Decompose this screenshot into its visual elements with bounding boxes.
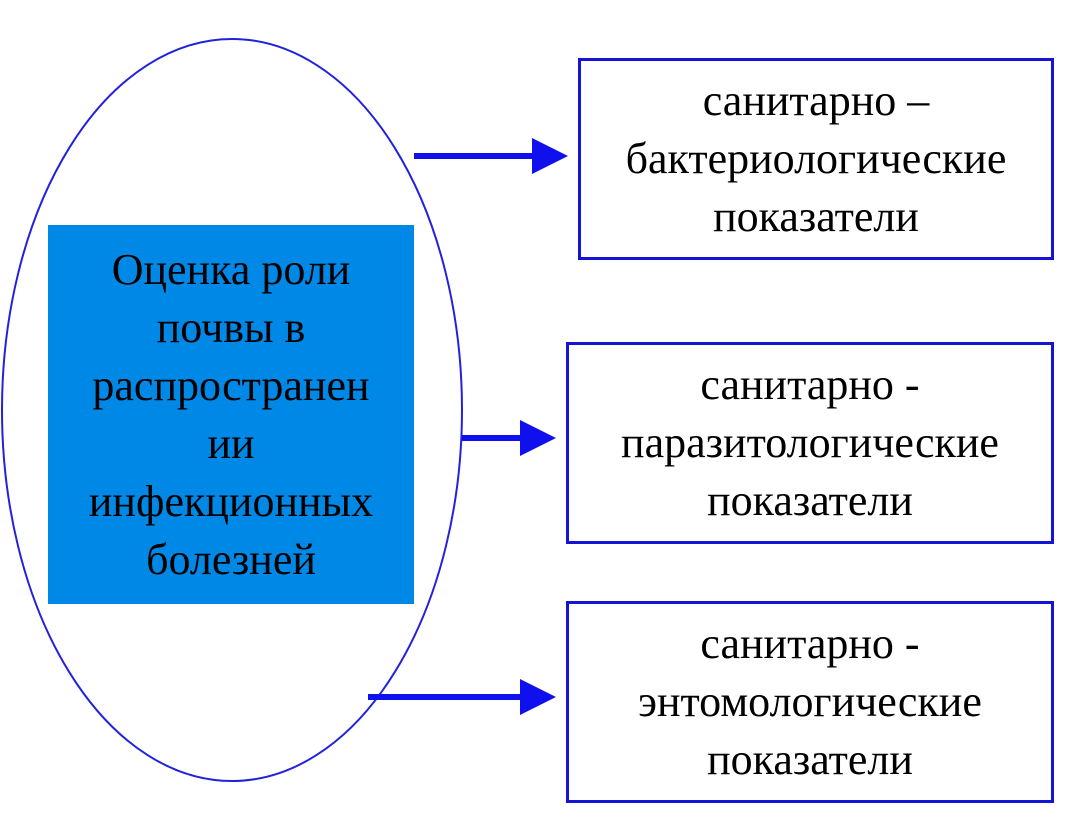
box-line: показатели <box>707 735 913 784</box>
outer-ellipse <box>1 38 463 782</box>
box-line: бактериологические <box>625 134 1007 183</box>
box-line: санитарно - <box>700 619 920 668</box>
center-concept-box: Оценка роли почвы в распространен ии инф… <box>48 225 414 604</box>
box-line: показатели <box>713 192 919 241</box>
box-text: санитарно – бактериологические показател… <box>626 72 1007 246</box>
box-line: энтомологические <box>638 677 982 726</box>
box-line: санитарно - <box>700 360 920 409</box>
center-line: болезней <box>146 534 316 584</box>
box-line: показатели <box>707 476 913 525</box>
center-line: распространен <box>92 360 370 410</box>
bacteriological-indicators-box: санитарно – бактериологические показател… <box>578 58 1054 260</box>
box-text: санитарно - энтомологические показатели <box>638 615 982 789</box>
center-line: Оценка роли <box>111 244 351 294</box>
box-text: санитарно - паразитологические показател… <box>621 356 999 530</box>
parasitological-indicators-box: санитарно - паразитологические показател… <box>566 342 1054 544</box>
box-line: паразитологические <box>621 418 999 467</box>
center-line: ии <box>207 418 255 468</box>
entomological-indicators-box: санитарно - энтомологические показатели <box>566 601 1054 803</box>
center-line: инфекционных <box>88 476 374 526</box>
center-line: почвы в <box>156 302 306 352</box>
box-line: санитарно – <box>702 76 930 125</box>
center-concept-text: Оценка роли почвы в распространен ии инф… <box>89 241 373 589</box>
